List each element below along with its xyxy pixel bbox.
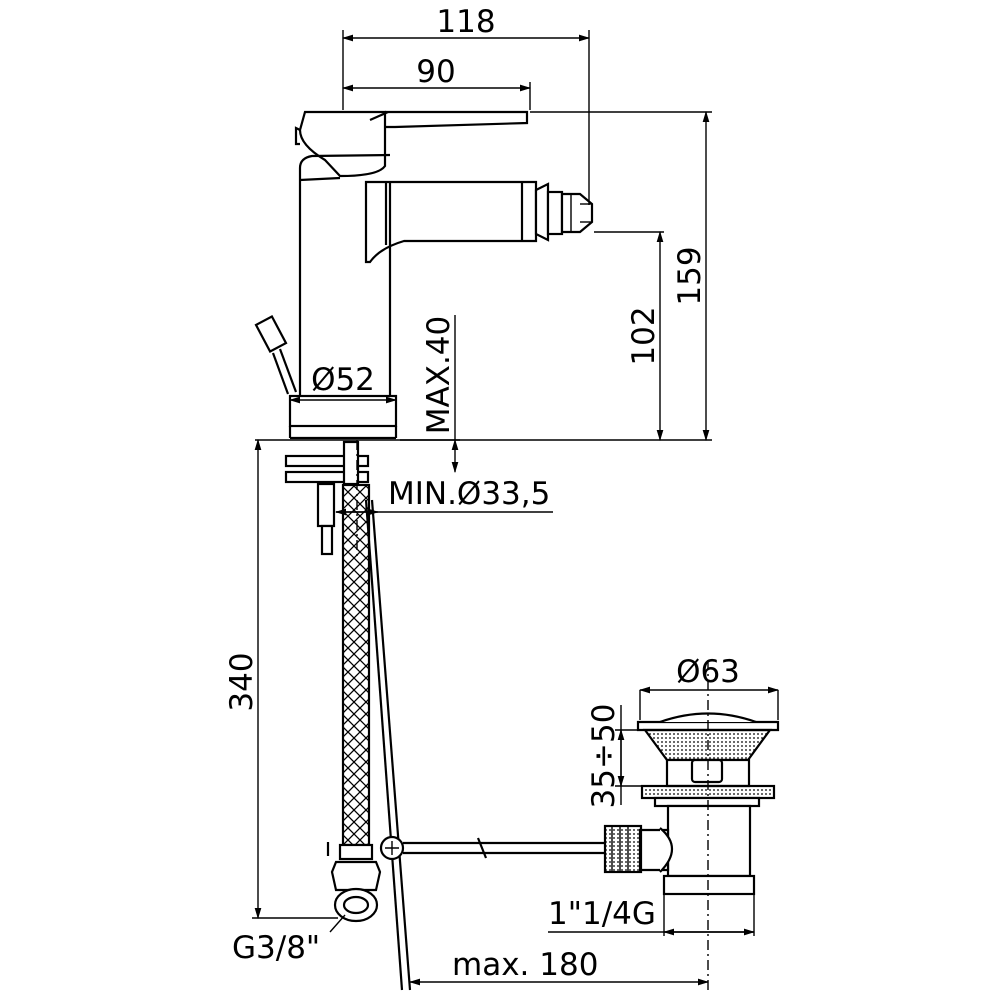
dim-waste-thread: 1"1/4G: [548, 896, 656, 932]
lever-handle: [294, 110, 529, 178]
swivel-aerator: [534, 182, 594, 242]
braided-hose: [330, 483, 382, 923]
mixer-body: [298, 153, 392, 395]
dim-340: 340: [224, 652, 260, 711]
base-ring: [288, 394, 398, 440]
dim-159: 159: [672, 246, 708, 305]
dim-hose-thread: G3/8": [232, 930, 320, 966]
pop-up-rod: [326, 499, 412, 991]
fixing-assembly: [284, 440, 370, 560]
dim-body-diameter: Ø52: [311, 362, 375, 398]
dim-90: 90: [416, 54, 455, 90]
dimension-lines: [252, 30, 780, 986]
pop-up-waste: [603, 660, 780, 990]
dim-min-hole: MIN.Ø33,5: [388, 476, 550, 512]
dim-102: 102: [626, 306, 662, 365]
dim-waste-range: 35÷50: [586, 704, 622, 809]
dim-rod-length: max. 180: [452, 947, 598, 983]
spout: [364, 180, 538, 264]
dim-118: 118: [436, 4, 495, 40]
pull-rod: [403, 837, 605, 859]
dim-max-40: MAX.40: [421, 316, 457, 435]
pop-up-knob: [254, 315, 298, 395]
dim-waste-diameter: Ø63: [676, 654, 740, 690]
